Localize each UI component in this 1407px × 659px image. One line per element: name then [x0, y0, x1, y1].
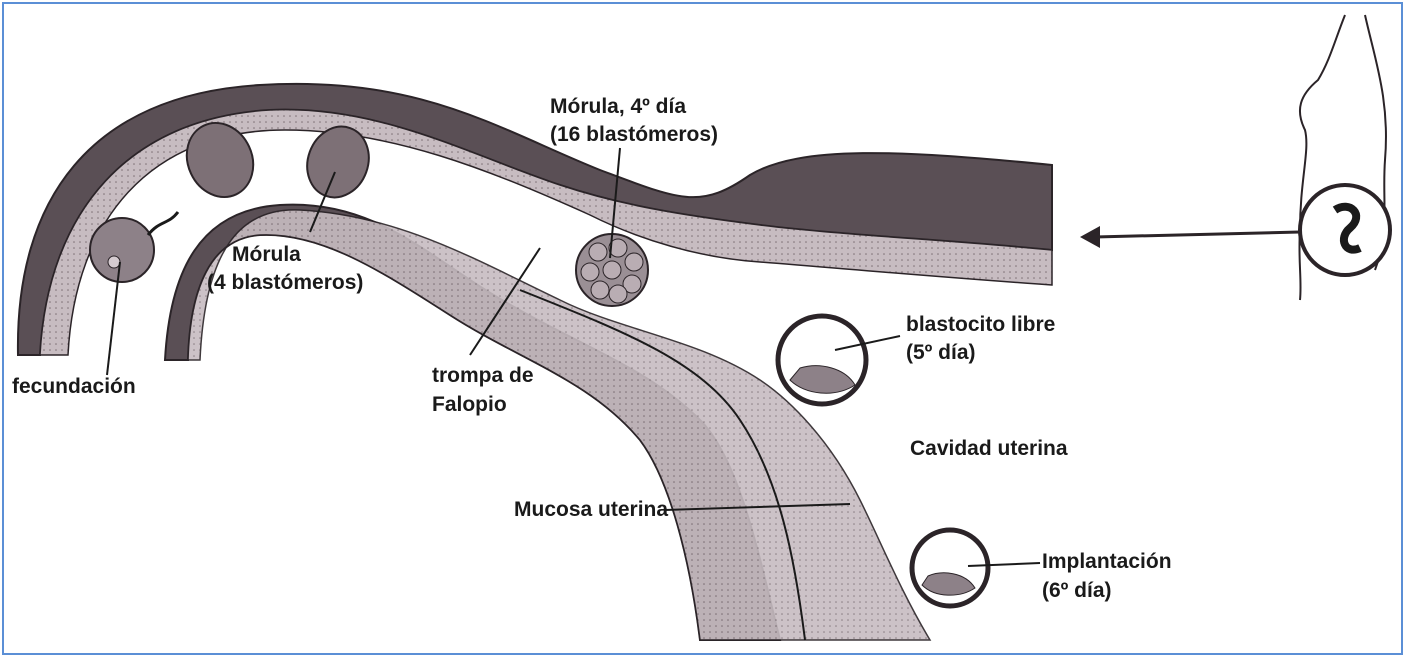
label-blastocito-line1: blastocito libre [906, 312, 1055, 338]
label-trompa-line2: Falopio [432, 392, 507, 418]
zygote [90, 218, 154, 282]
label-morula16-line1: Mórula, 4º día [550, 94, 686, 120]
label-morula4-line1: Mórula [232, 242, 301, 268]
label-fecundacion: fecundación [12, 374, 136, 400]
free-blastocyst [778, 316, 866, 404]
implanting-blastocyst [912, 530, 988, 606]
label-trompa-line1: trompa de [432, 363, 534, 389]
label-morula4-line2: (4 blastómeros) [207, 270, 363, 296]
label-implantacion-line2: (6º día) [1042, 578, 1112, 604]
label-implantacion-line1: Implantación [1042, 549, 1172, 575]
label-morula16-line2: (16 blastómeros) [550, 122, 718, 148]
label-cavidad: Cavidad uterina [910, 436, 1068, 462]
inset-arrow [1095, 232, 1300, 237]
label-blastocito-line2: (5º día) [906, 340, 976, 366]
label-mucosa: Mucosa uterina [514, 497, 668, 523]
